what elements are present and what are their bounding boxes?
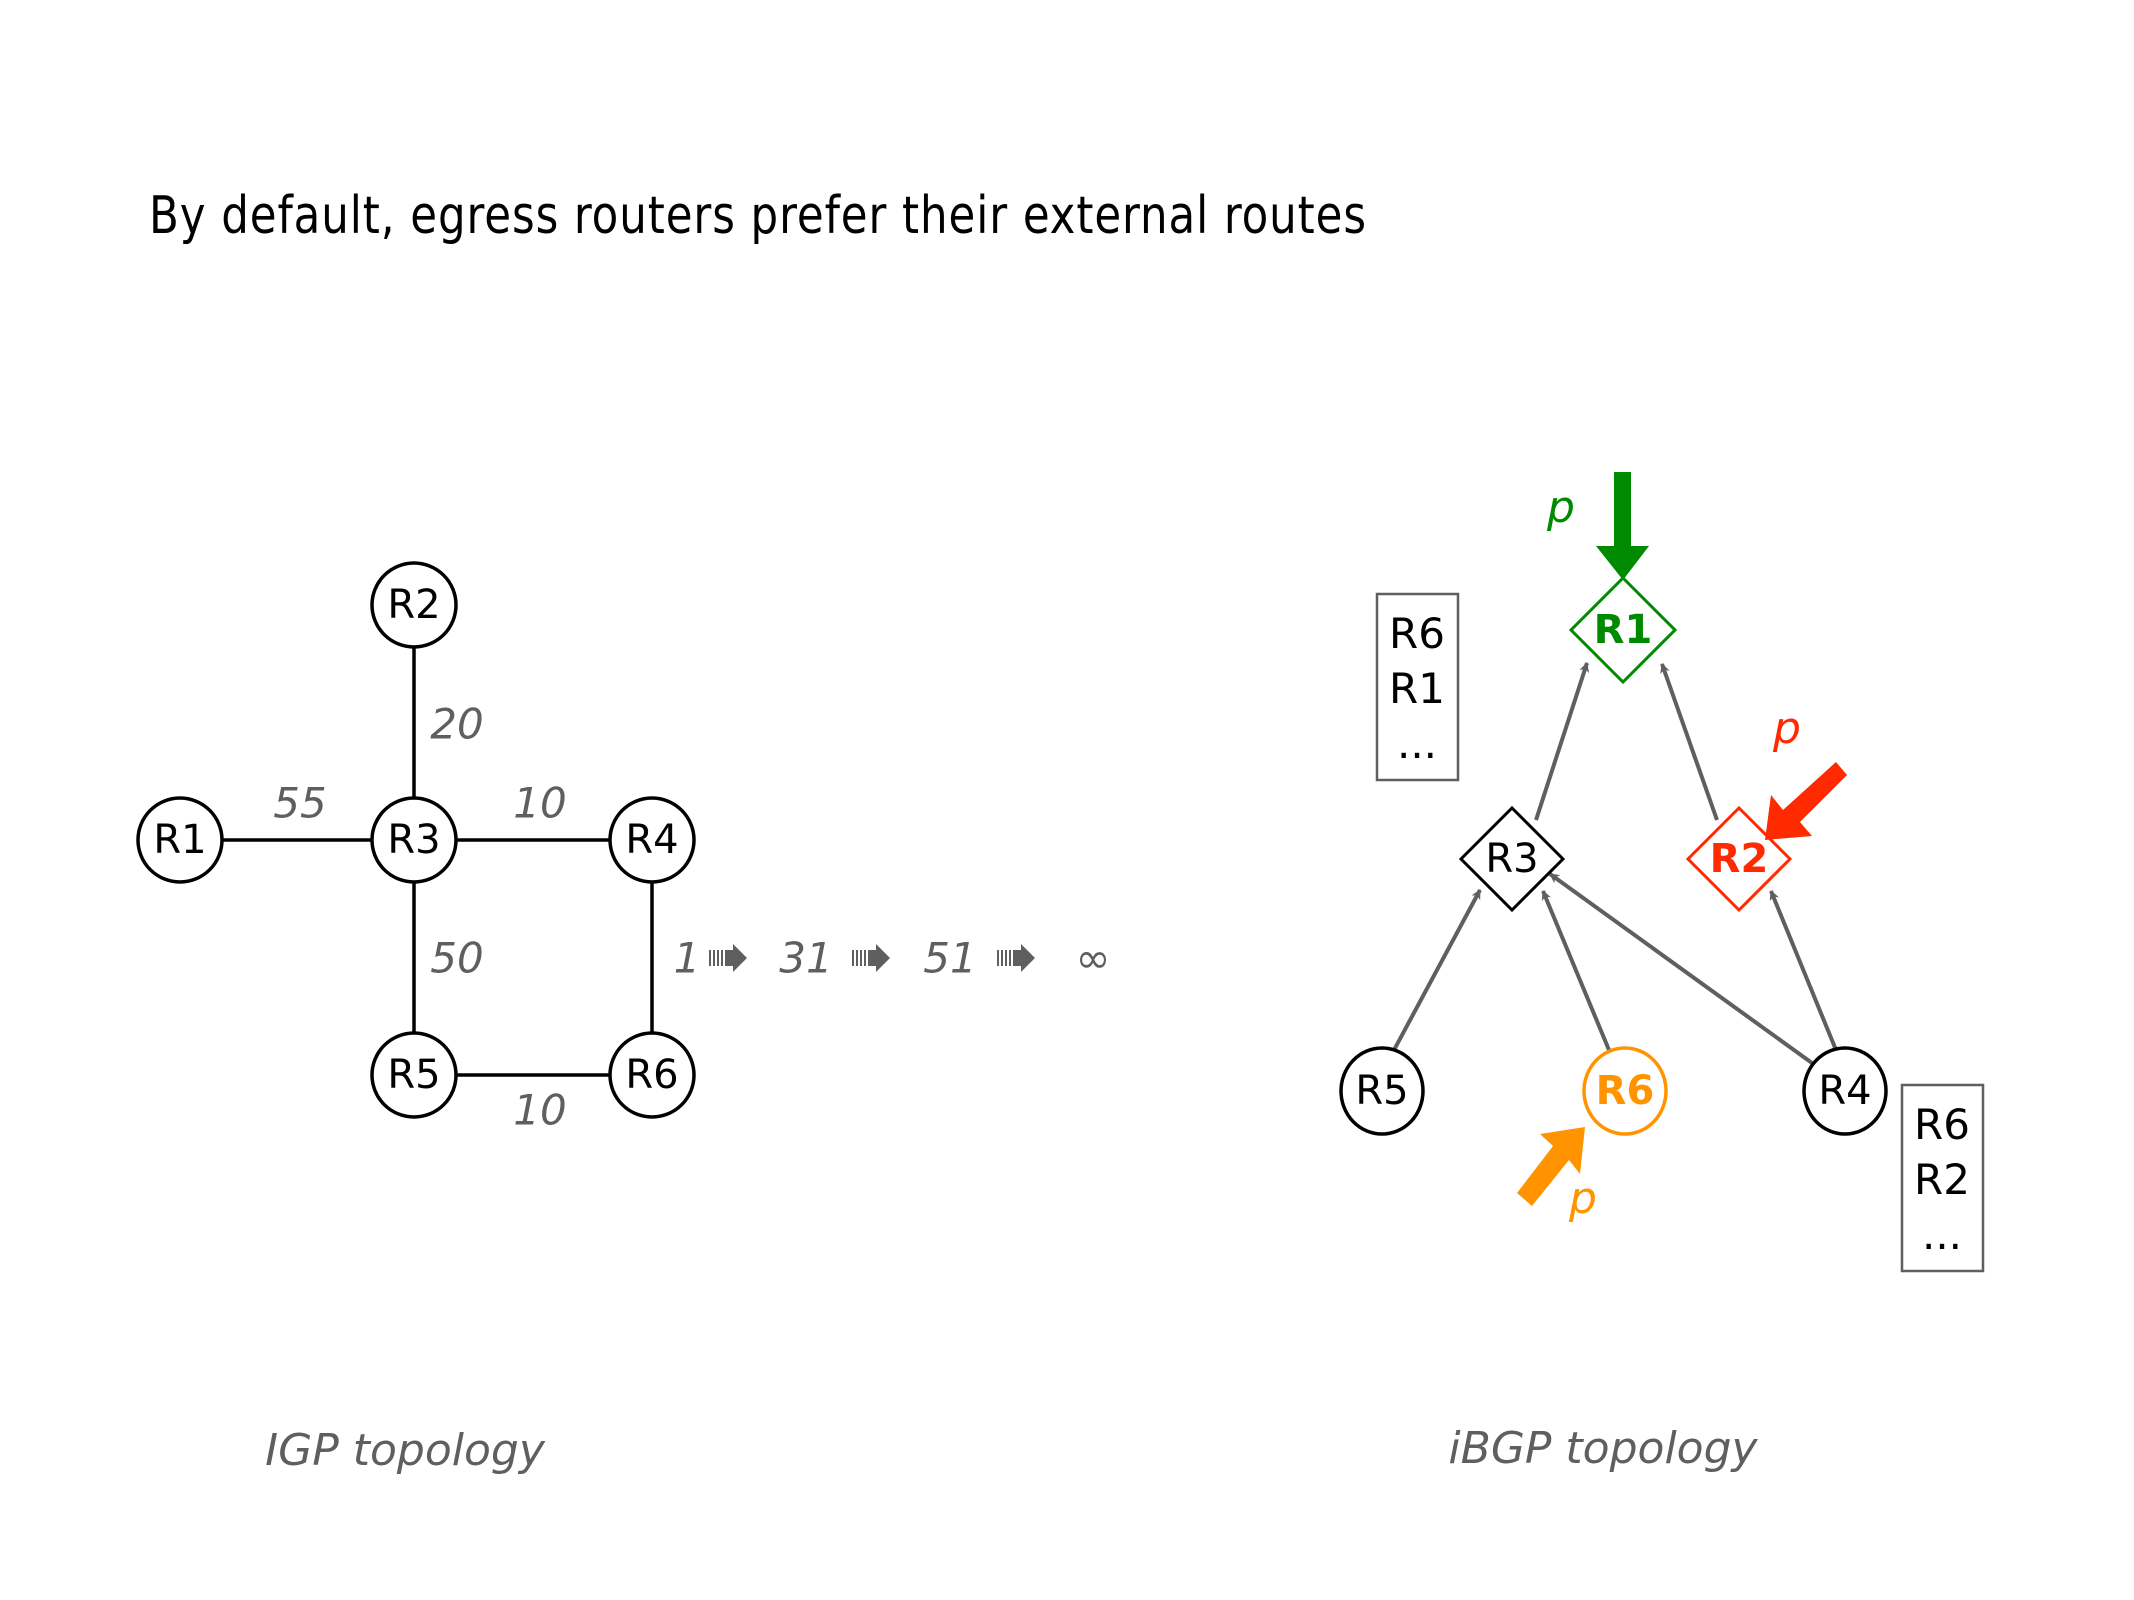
ibgp-session-r6-r3 <box>1541 890 1611 1051</box>
ibgp-session-r4-r3 <box>1548 872 1814 1065</box>
igp-node-r6: R6 <box>608 1031 696 1119</box>
ibgp-node-r1: R1 <box>1568 575 1678 685</box>
igp-node-r3-label: R3 <box>387 817 440 863</box>
ibgp-session-r4-r2 <box>1769 890 1838 1051</box>
igp-node-r3: R3 <box>370 796 458 884</box>
pref-r3-entry-3: ... <box>1397 719 1437 768</box>
ibgp-sessions <box>1392 662 1838 1065</box>
orange-prefix-label: p <box>1568 1173 1597 1224</box>
ibgp-node-r2-label: R2 <box>1710 836 1769 882</box>
ibgp-caption: iBGP topology <box>1448 1423 1758 1474</box>
ibgp-session-r2-r1 <box>1660 663 1719 821</box>
weight-seq-value-3: 51 <box>923 934 976 983</box>
igp-node-r2: R2 <box>370 561 458 649</box>
igp-weight-r3-r5: 50 <box>430 934 483 983</box>
igp-weight-r1-r3: 55 <box>273 779 326 828</box>
ibgp-node-r4-label: R4 <box>1818 1068 1871 1114</box>
ibgp-session-r5-r3 <box>1392 889 1482 1051</box>
igp-weight-r2-r3: 20 <box>430 700 483 749</box>
preference-box-r3: R6 R1 ... <box>1375 592 1460 782</box>
igp-node-r4-label: R4 <box>625 817 678 863</box>
ibgp-session-r3-r1 <box>1534 662 1589 821</box>
preference-box-r4: R6 R2 ... <box>1900 1083 1985 1273</box>
hatched-arrow-icon <box>852 944 890 972</box>
green-prefix-label: p <box>1546 482 1575 533</box>
igp-node-r6-label: R6 <box>625 1052 678 1098</box>
ibgp-node-r3-label: R3 <box>1485 836 1538 882</box>
hatched-arrow-icon <box>709 944 747 972</box>
ibgp-node-r6-label: R6 <box>1596 1068 1655 1114</box>
red-prefix-label: p <box>1772 703 1801 754</box>
igp-node-r2-label: R2 <box>387 582 440 628</box>
igp-node-r1: R1 <box>136 796 224 884</box>
ibgp-node-r3: R3 <box>1458 805 1566 913</box>
slide-title: By default, egress routers prefer their … <box>149 186 1367 246</box>
igp-caption: IGP topology <box>265 1425 546 1476</box>
igp-weight-r3-r4: 10 <box>513 779 566 828</box>
igp-node-r4: R4 <box>608 796 696 884</box>
ibgp-node-r6: R6 <box>1582 1046 1668 1136</box>
igp-weight-r5-r6: 10 <box>513 1086 566 1135</box>
ibgp-node-r1-label: R1 <box>1594 607 1653 653</box>
ibgp-node-r2: R2 <box>1685 805 1793 913</box>
weight-seq-value-2: 31 <box>779 934 832 983</box>
igp-node-r5: R5 <box>370 1031 458 1119</box>
red-external-arrow-icon <box>1765 762 1847 840</box>
igp-node-r5-label: R5 <box>387 1052 440 1098</box>
pref-r4-entry-1: R6 <box>1914 1100 1970 1149</box>
pref-r4-entry-2: R2 <box>1914 1155 1970 1204</box>
igp-topology <box>222 647 654 1077</box>
weight-seq-value-1: 1 <box>674 934 701 983</box>
orange-external-arrow-icon <box>1517 1127 1585 1206</box>
weight-sequence: 1 31 51 ∞ <box>674 934 1111 983</box>
green-external-arrow-icon <box>1596 472 1649 580</box>
ibgp-node-r5-label: R5 <box>1355 1068 1408 1114</box>
ibgp-node-r4: R4 <box>1802 1046 1888 1136</box>
pref-r4-entry-3: ... <box>1922 1210 1962 1259</box>
weight-seq-value-4: ∞ <box>1076 934 1111 983</box>
ibgp-node-r5: R5 <box>1339 1046 1425 1136</box>
pref-r3-entry-1: R6 <box>1389 609 1445 658</box>
hatched-arrow-icon <box>997 944 1035 972</box>
pref-r3-entry-2: R1 <box>1389 664 1445 713</box>
igp-node-r1-label: R1 <box>153 817 206 863</box>
